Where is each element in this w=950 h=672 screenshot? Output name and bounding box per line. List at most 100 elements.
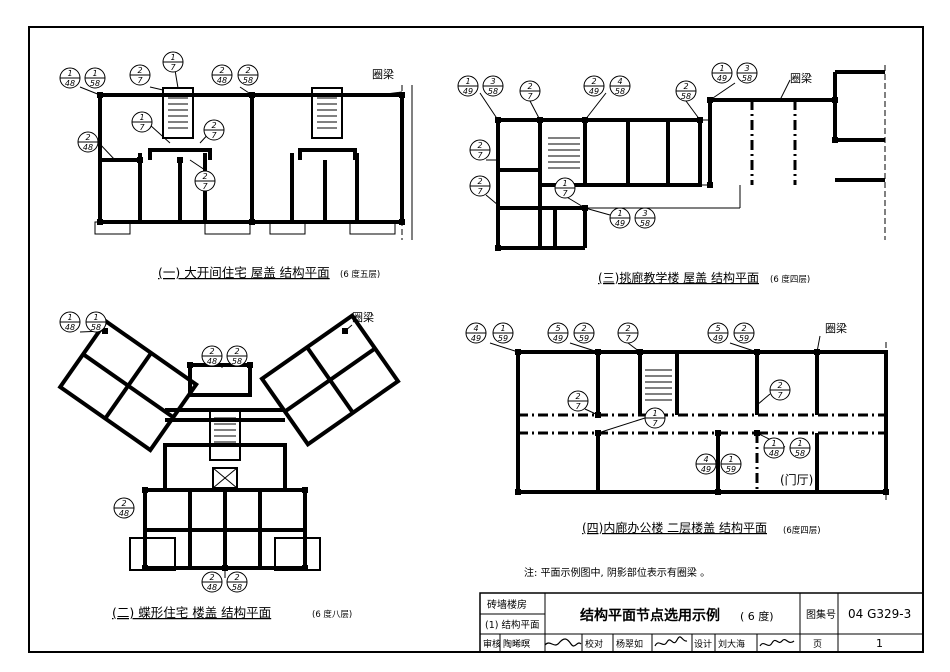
p3-caption: (三)挑廊教学楼 屋盖 结构平面 — [598, 270, 759, 285]
tag-detail-number: 59 — [726, 465, 736, 474]
tag-detail-number: 49 — [463, 87, 473, 96]
tag-index: 1 — [728, 455, 733, 464]
p2-caption: (二) 蝶形住宅 楼盖 结构平面 — [112, 605, 271, 620]
node-reference-tag: 449 — [695, 453, 717, 475]
tag-detail-number: 48 — [207, 583, 217, 592]
tag-detail-number: 7 — [137, 76, 143, 85]
tag-index: 1 — [719, 64, 724, 73]
node-reference-tag: 248 — [201, 345, 223, 367]
node-reference-tag: 158 — [84, 67, 106, 89]
tag-detail-number: 58 — [681, 92, 691, 101]
p4-ring-beam-label: 圈梁 — [825, 321, 847, 335]
node-reference-tag: 549 — [547, 322, 569, 344]
footnote: 注: 平面示例图中, 阴影部位表示有圈梁 。 — [524, 566, 710, 579]
node-reference-tag: 248 — [211, 64, 233, 86]
tag-index: 1 — [67, 313, 72, 322]
p4-note: (6度四层) — [783, 525, 821, 536]
tag-detail-number: 7 — [625, 334, 631, 343]
tag-index: 2 — [477, 141, 482, 150]
tag-index: 2 — [209, 573, 214, 582]
tag-detail-number: 48 — [65, 79, 75, 88]
tag-detail-number: 49 — [615, 219, 625, 228]
node-reference-tag: 358 — [634, 207, 656, 229]
node-reference-tag: 27 — [194, 170, 216, 192]
tag-index: 1 — [465, 77, 470, 86]
tag-index: 1 — [170, 53, 175, 62]
node-reference-tag: 17 — [162, 51, 184, 73]
tag-index: 2 — [211, 121, 216, 130]
tag-detail-number: 7 — [777, 391, 783, 400]
p4-lobby-label: (门厅) — [780, 472, 813, 487]
node-reference-tag: 248 — [113, 497, 135, 519]
tb-atlas-label: 图集号 — [806, 608, 836, 621]
tag-index: 1 — [92, 69, 97, 78]
tag-detail-number: 48 — [217, 76, 227, 85]
tag-detail-number: 7 — [139, 123, 145, 132]
node-reference-tag: 148 — [59, 67, 81, 89]
node-reference-tag: 449 — [465, 322, 487, 344]
node-reference-tag: 549 — [707, 322, 729, 344]
p1-note: (6 度五层) — [340, 269, 380, 280]
node-reference-tag: 248 — [77, 131, 99, 153]
tag-detail-number: 7 — [562, 189, 568, 198]
tb-design-name: 刘大海 — [718, 638, 745, 650]
tag-index: 2 — [202, 172, 207, 181]
p2-ring-beam-label: 圈梁 — [352, 310, 374, 324]
tag-index: 2 — [219, 66, 224, 75]
tag-detail-number: 58 — [795, 449, 805, 458]
tag-index: 1 — [771, 439, 776, 448]
tag-index: 2 — [581, 324, 586, 333]
node-reference-tag: 149 — [609, 207, 631, 229]
tag-index: 2 — [527, 82, 532, 91]
tag-index: 2 — [137, 66, 142, 75]
tag-detail-number: 7 — [170, 63, 176, 72]
tag-detail-number: 58 — [243, 76, 253, 85]
p1-ring-beam-label: 圈梁 — [372, 67, 394, 81]
tag-detail-number: 7 — [652, 419, 658, 428]
node-reference-tag: 258 — [675, 80, 697, 102]
tag-detail-number: 58 — [488, 87, 498, 96]
tag-index: 2 — [85, 133, 90, 142]
tag-detail-number: 7 — [477, 187, 483, 196]
node-reference-tag: 149 — [457, 75, 479, 97]
node-reference-tag: 17 — [644, 407, 666, 429]
node-reference-tag: 159 — [492, 322, 514, 344]
tb-title-sub: ( 6 度) — [740, 609, 774, 623]
tag-index: 2 — [245, 66, 250, 75]
tag-detail-number: 49 — [553, 334, 563, 343]
tag-index: 1 — [139, 113, 144, 122]
tag-detail-number: 48 — [769, 449, 779, 458]
tag-detail-number: 7 — [527, 92, 533, 101]
node-reference-tag: 27 — [203, 119, 225, 141]
title-block: 砖墙楼房 (1) 结构平面 结构平面节点选用示例 ( 6 度) 图集号 04 G… — [479, 592, 924, 653]
node-reference-tag: 27 — [617, 322, 639, 344]
tag-index: 2 — [591, 77, 596, 86]
tag-detail-number: 7 — [477, 151, 483, 160]
p3-note: (6 度四层) — [770, 274, 810, 285]
tag-index: 3 — [744, 64, 749, 73]
node-reference-tag: 259 — [573, 322, 595, 344]
tag-detail-number: 58 — [90, 79, 100, 88]
p4-caption: (四)内廊办公楼 二层楼盖 结构平面 — [582, 520, 767, 535]
tag-index: 2 — [121, 499, 126, 508]
node-reference-tag: 458 — [609, 75, 631, 97]
tag-index: 1 — [93, 313, 98, 322]
sheet-border — [28, 26, 924, 653]
node-reference-tag: 159 — [720, 453, 742, 475]
tag-index: 4 — [617, 77, 622, 86]
node-reference-tag: 27 — [129, 64, 151, 86]
tag-detail-number: 48 — [65, 323, 75, 332]
tag-index: 2 — [683, 82, 688, 91]
tag-detail-number: 58 — [640, 219, 650, 228]
node-reference-tag: 148 — [763, 437, 785, 459]
tb-review-label: 审核 — [483, 638, 501, 650]
node-reference-tag: 258 — [226, 345, 248, 367]
tag-detail-number: 59 — [498, 334, 508, 343]
node-reference-tag: 358 — [736, 62, 758, 84]
tag-detail-number: 48 — [83, 143, 93, 152]
tag-index: 2 — [209, 347, 214, 356]
tag-index: 2 — [575, 392, 580, 401]
tb-page-label: 页 — [813, 639, 822, 650]
tag-index: 1 — [652, 409, 657, 418]
